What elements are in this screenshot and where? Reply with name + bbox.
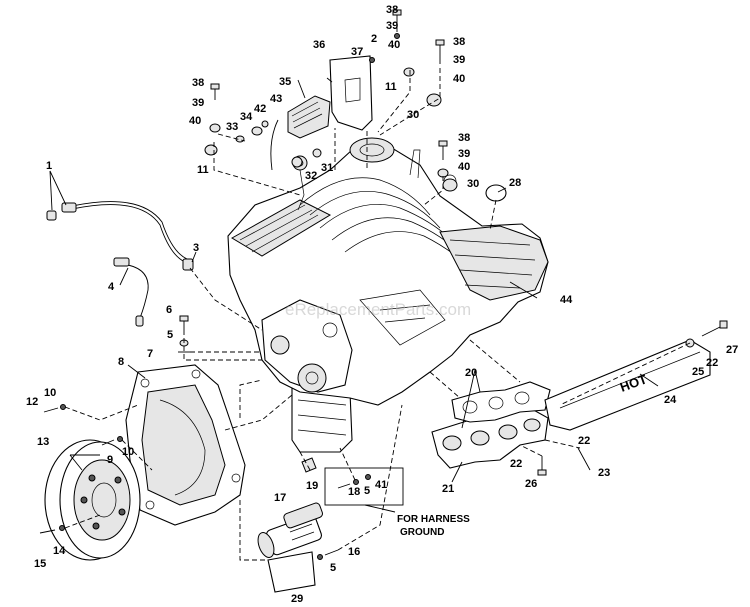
callout-22: 22: [510, 458, 522, 470]
callout-30: 30: [407, 109, 419, 121]
callout-38: 38: [453, 36, 465, 48]
sensor-cable-4: [113, 257, 149, 327]
callout-24: 24: [664, 394, 677, 406]
callout-30: 30: [467, 178, 479, 190]
callout-8: 8: [118, 356, 124, 368]
heat-shield: HOT: [544, 339, 711, 431]
callout-numbers: 1 2 3 4 5 5 5 6 7 8 9 10 10 11 11 12 13 …: [26, 4, 738, 605]
harness-note-line1: FOR HARNESS: [397, 514, 470, 525]
callout-39: 39: [192, 97, 204, 109]
callout-4: 4: [108, 281, 115, 293]
callout-35: 35: [279, 76, 291, 88]
callout-11: 11: [385, 81, 397, 93]
starter-bracket: [267, 551, 316, 593]
callout-38: 38: [386, 4, 398, 16]
callout-44: 44: [560, 294, 573, 306]
callout-13: 13: [37, 436, 49, 448]
callout-1: 1: [46, 160, 52, 172]
callout-12: 12: [26, 396, 38, 408]
flywheel: [44, 439, 141, 561]
callout-18: 18: [348, 486, 360, 498]
sensor-cable-1: [46, 201, 188, 263]
callout-22: 22: [706, 357, 718, 369]
hardware: [39, 9, 728, 560]
watermark: eReplacementParts.com: [285, 300, 471, 319]
harness-ground-box: [324, 467, 404, 506]
callout-26: 26: [525, 478, 537, 490]
callout-34: 34: [240, 111, 253, 123]
callout-7: 7: [147, 348, 153, 360]
callout-32: 32: [305, 170, 317, 182]
callout-10: 10: [122, 446, 134, 458]
callout-40: 40: [453, 73, 465, 85]
callout-38: 38: [458, 132, 470, 144]
ecm-harness: [270, 119, 279, 171]
callout-42: 42: [254, 103, 266, 115]
callout-39: 39: [386, 20, 398, 32]
callout-29: 29: [291, 593, 303, 605]
callout-11: 11: [197, 164, 209, 176]
starter-motor: [257, 502, 323, 558]
callout-40: 40: [458, 161, 470, 173]
callout-21: 21: [442, 483, 454, 495]
callout-22: 22: [578, 435, 590, 447]
callout-43: 43: [270, 93, 282, 105]
callout-15: 15: [34, 558, 46, 570]
callout-36: 36: [313, 39, 325, 51]
callout-5: 5: [330, 562, 336, 574]
grommet-3: [182, 258, 194, 271]
callout-5: 5: [364, 485, 370, 497]
callout-20: 20: [465, 367, 477, 379]
callout-39: 39: [458, 148, 470, 160]
callout-23: 23: [598, 467, 610, 479]
callout-3: 3: [193, 242, 199, 254]
callout-10: 10: [44, 387, 56, 399]
callout-25: 25: [692, 366, 704, 378]
callout-5: 5: [167, 329, 173, 341]
callout-40: 40: [388, 39, 400, 51]
leader-lines: [49, 77, 659, 483]
engine-assembly: [227, 137, 549, 453]
callout-28: 28: [509, 177, 521, 189]
callout-39: 39: [453, 54, 465, 66]
harness-note-line2: GROUND: [400, 527, 444, 538]
callout-31: 31: [321, 162, 333, 174]
bellhousing: [125, 364, 246, 526]
callout-14: 14: [53, 545, 66, 557]
callout-6: 6: [166, 304, 172, 316]
manifold-gasket: [451, 381, 551, 423]
callout-37: 37: [351, 46, 363, 58]
callout-19: 19: [306, 480, 318, 492]
callout-41: 41: [375, 479, 387, 491]
callout-38: 38: [192, 77, 204, 89]
callout-9: 9: [107, 454, 113, 466]
assembly-lines: [64, 68, 691, 561]
callout-2: 2: [371, 33, 377, 45]
callout-27: 27: [726, 344, 738, 356]
ecm-bracket: [329, 55, 373, 131]
callout-33: 33: [226, 121, 238, 133]
callout-16: 16: [348, 546, 360, 558]
callout-17: 17: [274, 492, 286, 504]
callout-40: 40: [189, 115, 201, 127]
ecm-module: [287, 95, 331, 139]
exhaust-manifold: [431, 407, 549, 469]
